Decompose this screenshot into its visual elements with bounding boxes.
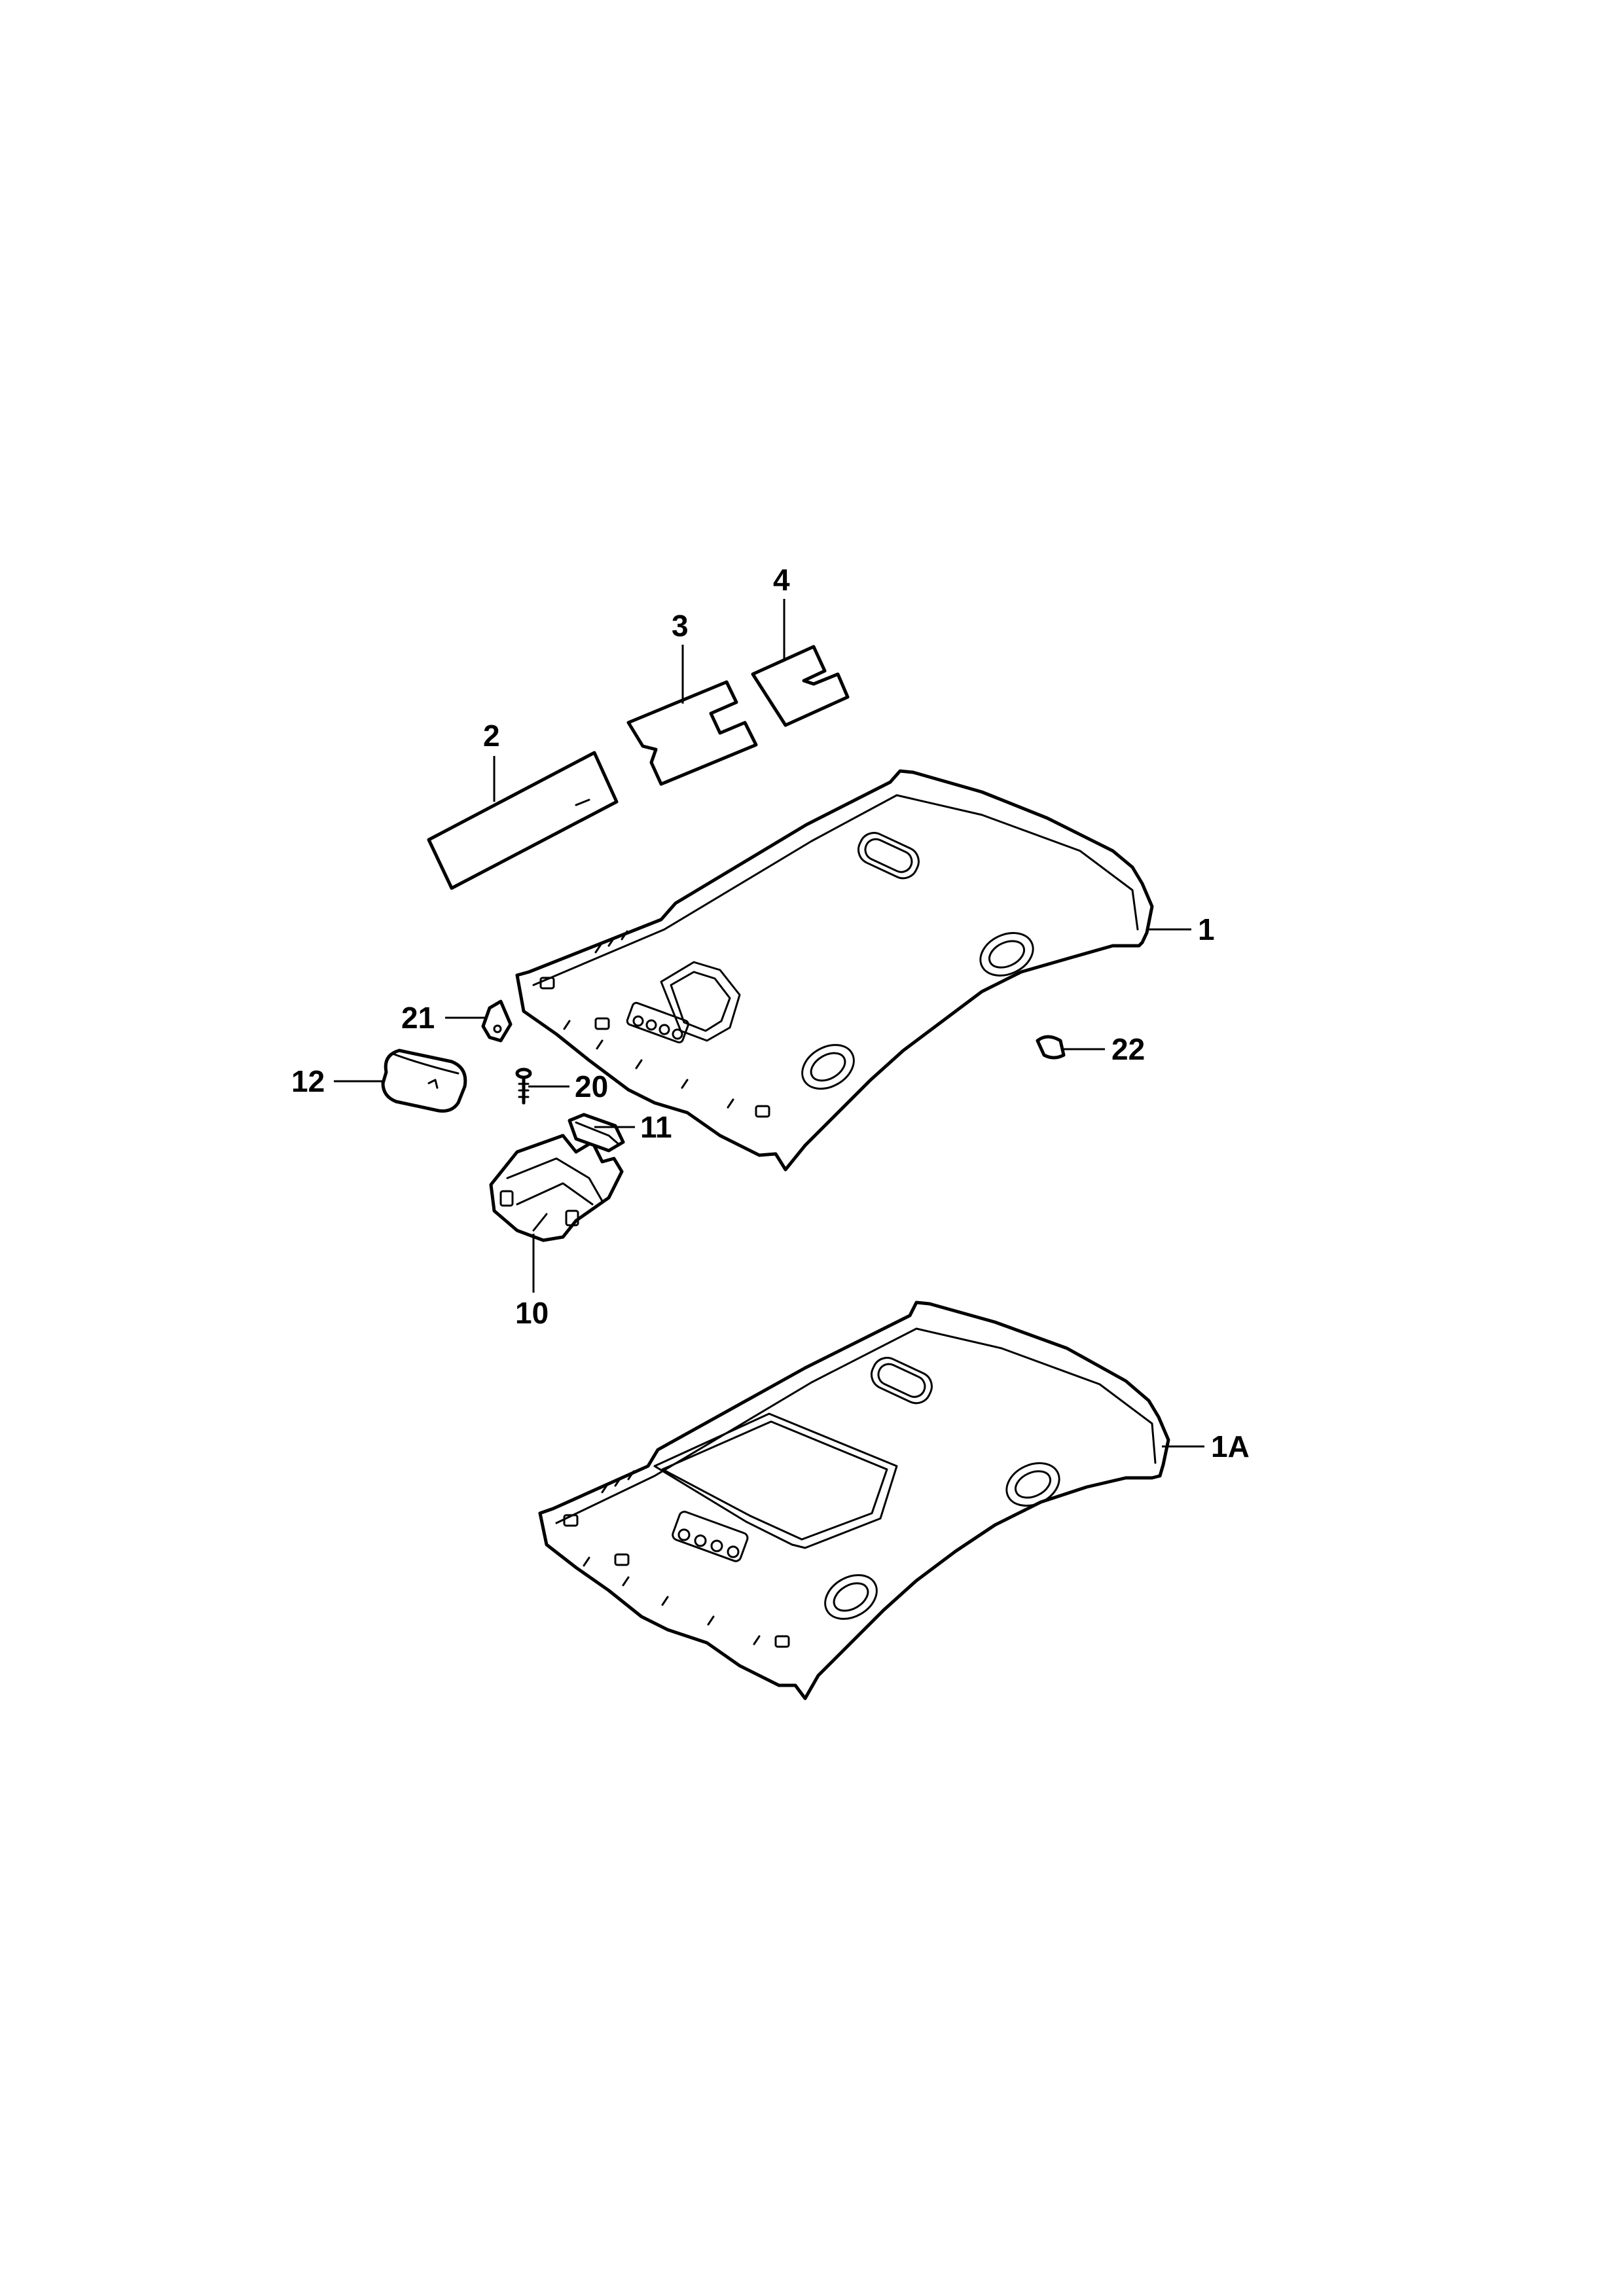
part-1a-headliner-sunroof [538,1300,1170,1700]
part-22-grommet [1036,1035,1066,1060]
part-11-clip [568,1113,625,1153]
callout-4: 4 [773,563,790,597]
callout-22: 22 [1111,1032,1145,1066]
part-10-console-cover [489,1134,624,1242]
part-21-bracket [481,999,513,1043]
callout-21: 21 [401,1001,435,1035]
callout-1: 1 [1198,912,1215,946]
part-2-insulation-pad [427,751,619,890]
part-20-screw [515,1067,532,1105]
part-3-insulation-pad [626,680,758,786]
callout-3: 3 [672,609,689,643]
callout-2: 2 [483,719,500,753]
callout-1a: 1A [1211,1429,1250,1463]
callout-10: 10 [515,1296,549,1330]
callout-20: 20 [575,1069,608,1103]
part-12-cap [381,1049,467,1113]
part-4-insulation-pad [751,645,850,727]
part-1-headliner [515,769,1154,1172]
leader-lines [334,599,1204,1448]
callout-12: 12 [291,1064,325,1098]
callout-11: 11 [640,1110,672,1144]
callout-labels: 1 1A 2 3 4 10 11 12 20 21 22 [291,563,1250,1463]
